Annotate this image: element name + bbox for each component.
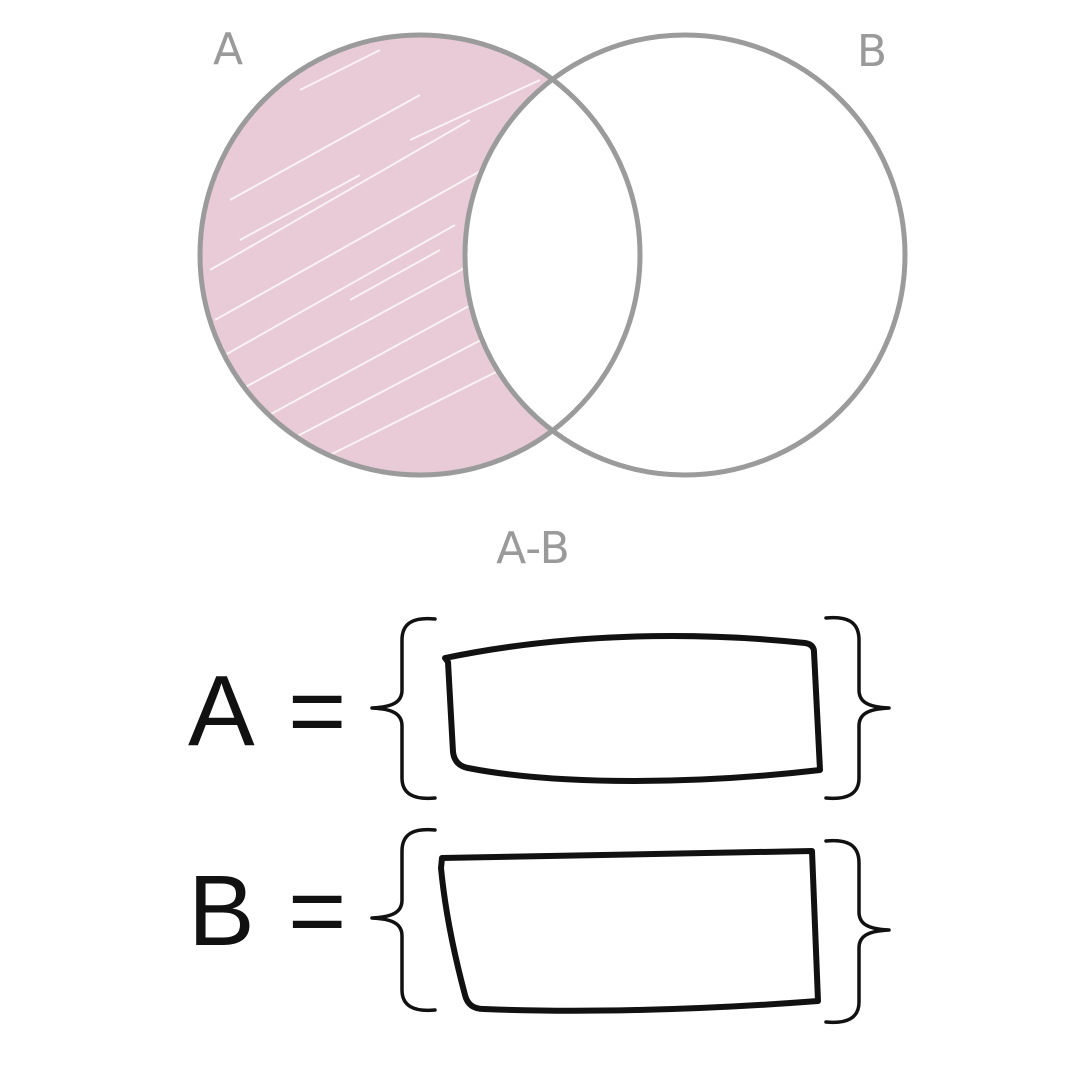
equation-b: B = (188, 827, 891, 1025)
equation-a-left-brace (370, 616, 437, 801)
equation-a: A = (188, 615, 891, 801)
equation-a-equals-sign: = (288, 655, 346, 767)
equation-b-equals-sign: = (288, 855, 346, 967)
equation-a-answer-box[interactable] (442, 633, 823, 784)
venn-diagram: A B A-B (197, 24, 908, 574)
set-b-circle (462, 32, 908, 478)
equation-b-right-brace (824, 838, 891, 1025)
set-b-label: B (857, 26, 887, 77)
set-a-label: A (213, 24, 243, 75)
equation-a-set-name: A (188, 655, 255, 767)
set-a-circle (197, 32, 643, 478)
sketch-hatching (209, 49, 541, 456)
equation-b-answer-box[interactable] (438, 848, 821, 1014)
difference-caption: A-B (496, 523, 570, 574)
equation-a-right-brace (824, 615, 891, 801)
equation-b-left-brace (370, 827, 437, 1013)
equation-b-set-name: B (188, 855, 255, 967)
